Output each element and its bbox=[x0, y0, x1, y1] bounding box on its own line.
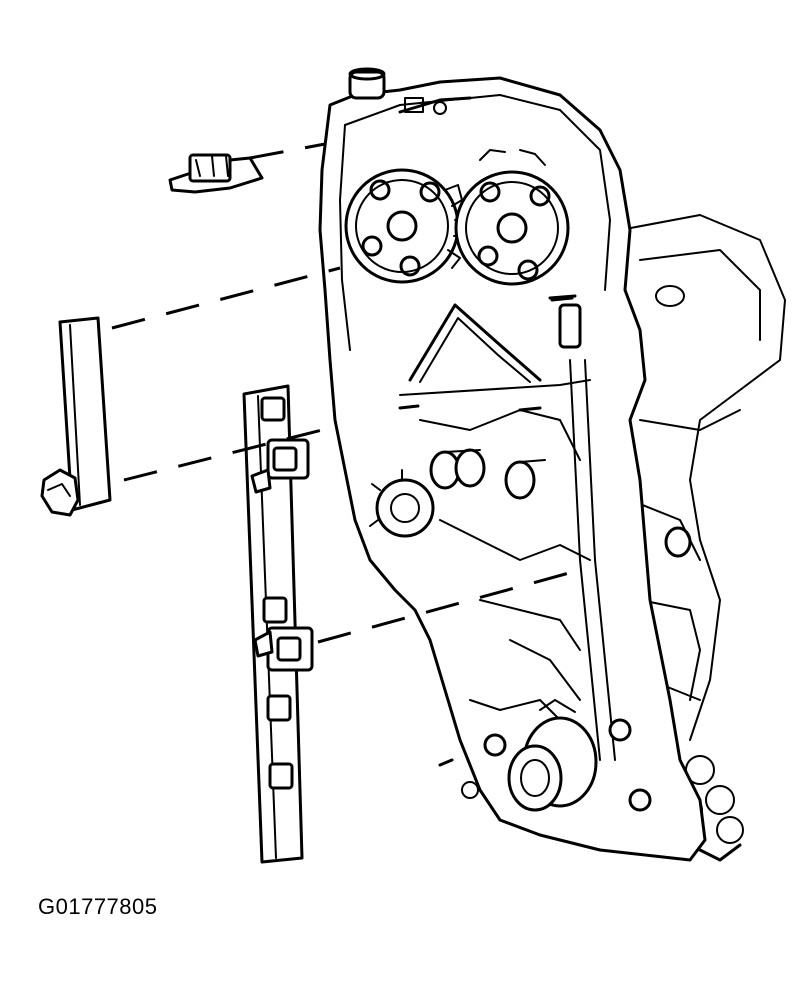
upper-chain-guide bbox=[168, 153, 264, 194]
right-camshaft-sprocket bbox=[454, 149, 570, 286]
idler-sprocket bbox=[369, 469, 435, 538]
right-chain-guide bbox=[242, 384, 314, 864]
crankshaft-sprocket bbox=[507, 699, 598, 812]
alignment-leader-lines bbox=[111, 142, 581, 644]
left-chain-guide bbox=[40, 316, 112, 517]
figure-id-label: G01777805 bbox=[38, 894, 158, 919]
left-camshaft-sprocket bbox=[344, 168, 469, 284]
timing-cover-housing bbox=[318, 67, 707, 862]
